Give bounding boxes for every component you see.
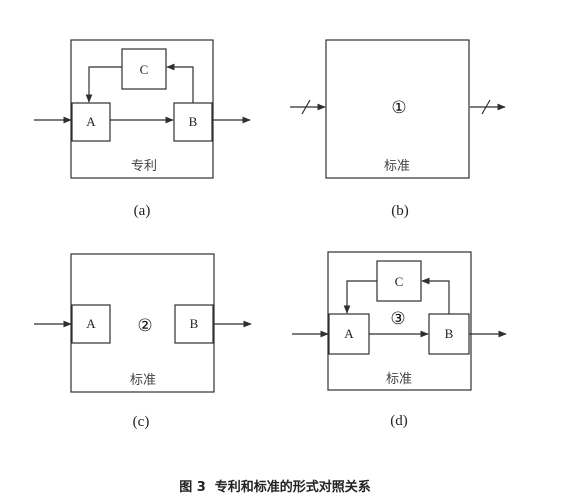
panel-c-caption: (c) [133, 414, 150, 430]
panel-c-frame-label: 标准 [130, 373, 156, 388]
panel-d-box-a-label: A [344, 326, 354, 341]
panel-c-box-a [71, 304, 111, 344]
panel-a: C A B 专利 (a) [34, 39, 251, 219]
panel-b-mark: ① [391, 98, 406, 118]
panel-a-frame-label: 专利 [131, 159, 157, 174]
panel-d-box-b [428, 313, 470, 355]
panel-c-box-b [174, 304, 214, 344]
panel-a-b-to-c-arrow [166, 63, 194, 103]
panel-a-box-b-label: B [189, 114, 198, 129]
panel-d-box-a [328, 313, 370, 355]
panel-d-mark: ③ [390, 309, 405, 329]
panel-d-b-to-c-arrow [421, 277, 450, 314]
panel-a-frame [70, 39, 214, 179]
panel-c-mark: ② [137, 316, 152, 336]
panel-a-c-to-a-arrow [85, 66, 122, 103]
panel-c-box-a-label: A [86, 316, 96, 331]
panel-a-box-c [121, 48, 167, 90]
panel-b-output-slash [481, 99, 491, 115]
panel-d-caption: (d) [390, 413, 408, 429]
panel-a-box-c-label: C [140, 62, 149, 77]
panel-d-box-b-label: B [445, 326, 454, 341]
panel-c: A B ② 标准 (c) [34, 253, 252, 430]
panel-d-frame-label: 标准 [386, 372, 412, 387]
panel-b: ① 标准 (b) [290, 39, 506, 219]
panel-b-input-slash [301, 99, 311, 115]
panel-b-caption: (b) [391, 203, 409, 219]
panel-d-frame [327, 251, 472, 391]
panel-d: C A B ③ 标准 (d) [292, 251, 507, 429]
panel-d-c-to-a-arrow [343, 280, 377, 314]
panel-b-frame-label: 标准 [384, 159, 410, 174]
panel-b-frame [325, 39, 470, 179]
figure-title: 图 3 专利和标准的形式对照关系 [179, 479, 371, 495]
panel-d-box-c [376, 260, 422, 302]
panel-c-box-b-label: B [190, 316, 199, 331]
panel-a-box-a [71, 102, 111, 142]
panel-d-box-c-label: C [395, 274, 404, 289]
panel-a-caption: (a) [134, 203, 151, 219]
panel-a-box-a-label: A [86, 114, 96, 129]
